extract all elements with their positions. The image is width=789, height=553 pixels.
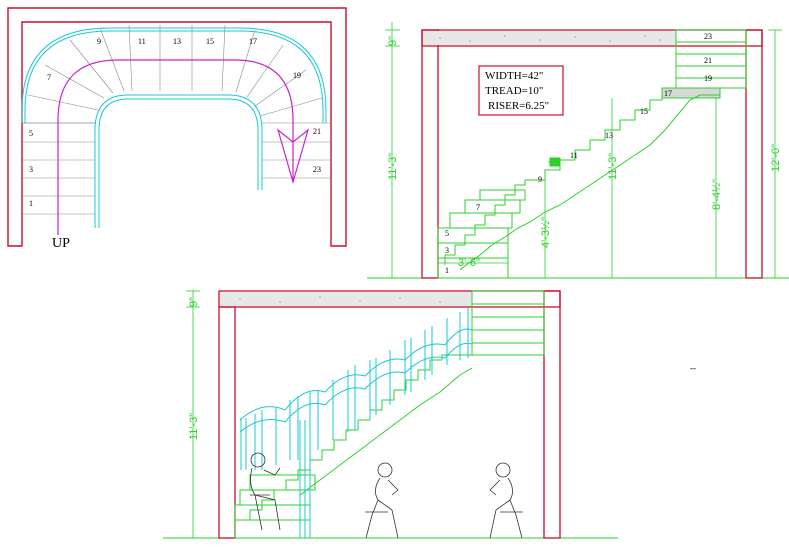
plan-step-1: 1: [29, 199, 33, 208]
section1-step-5: 5: [445, 229, 449, 238]
person-figure-right: [489, 462, 523, 539]
section2-upper-flight: [471, 290, 545, 356]
plan-step-19: 19: [293, 71, 301, 80]
section1-step-1: 1: [445, 266, 449, 275]
section1-dim-landing-low: 4'-3½": [540, 217, 552, 248]
plan-step-21: 21: [313, 127, 321, 136]
section2-slab: [218, 290, 561, 308]
plan-arrow-icon: [276, 128, 310, 185]
section2-wall-left: [218, 306, 236, 539]
plan-inner-rail: [94, 94, 263, 228]
plan-step-11: 11: [138, 37, 146, 46]
section1-step-7: 7: [476, 203, 480, 212]
plan-outer-rail: [21, 27, 327, 123]
plan-step-13: 13: [173, 37, 181, 46]
section1-dim-lines: [385, 22, 782, 279]
note-width: WIDTH=42": [485, 70, 543, 82]
section1-upper-flight: [675, 29, 747, 89]
spec-note-box: WIDTH=42" TREAD=10" RISER=6.25": [478, 65, 564, 116]
section2-stair-profile: [235, 354, 472, 521]
section1-step-9: 9: [538, 175, 542, 184]
plan-step-5: 5: [29, 129, 33, 138]
stray-mark: --: [690, 363, 696, 373]
person-figure-middle: [365, 462, 399, 539]
plan-step-3: 3: [29, 165, 33, 174]
section1-step-17: 17: [664, 89, 672, 98]
section1-dim-top: 9": [387, 36, 399, 46]
section2-balustrade: [239, 308, 473, 538]
section1-dim-landing-high: 8'-4½": [711, 179, 723, 210]
plan-walkline: [57, 59, 294, 235]
section1-dim-left-height: 11'-3": [387, 153, 399, 180]
section1-wall-right: [745, 29, 763, 279]
section1-step-15: 15: [640, 107, 648, 116]
plan-treads-left: [22, 122, 95, 215]
section1-step-19: 19: [704, 74, 712, 83]
plan-step-7: 7: [47, 73, 51, 82]
section-view-1: 9" 11'-3" 11'-3" 12'-0" 4'-3½" 8'-4½" 3'…: [367, 22, 789, 279]
plan-step-15: 15: [206, 37, 214, 46]
section1-dim-tread-run: 3'-6": [458, 257, 480, 269]
plan-walls: [7, 7, 347, 247]
plan-step-23: 23: [313, 165, 321, 174]
section2-wall-right: [543, 290, 561, 539]
plan-step-17: 17: [249, 37, 257, 46]
section1-lower-flight: [437, 189, 526, 279]
section2-dim-left-height: 11'-3": [188, 413, 200, 440]
section1-stair-profile: [444, 90, 663, 265]
person-figure-left: [250, 452, 281, 531]
section1-step-11: 11: [570, 151, 578, 160]
section2-dim-lines: [186, 290, 200, 539]
section1-step-23: 23: [704, 32, 712, 41]
section1-dim-mid-height: 11'-3": [607, 153, 619, 180]
section2-lower-flight: [234, 474, 316, 539]
plan-view: UP 9 11 13 15 17 7 19 5 21 3 23 1: [7, 7, 347, 251]
plan-up-label: UP: [52, 236, 70, 251]
note-riser: RISER=6.25": [488, 100, 549, 112]
section-view-2: 9" 11'-3" --: [163, 290, 696, 539]
section2-dim-top: 9": [188, 297, 200, 307]
plan-treads-right: [262, 122, 331, 179]
section1-step-13: 13: [605, 131, 613, 140]
section1-slab: [421, 29, 763, 47]
section1-step-3: 3: [445, 246, 449, 255]
section1-dim-right-total: 12'-0": [770, 144, 782, 172]
section1-wall-left: [421, 29, 439, 279]
section1-step-21: 21: [704, 56, 712, 65]
plan-step-9: 9: [97, 37, 101, 46]
note-tread: TREAD=10": [485, 85, 543, 97]
